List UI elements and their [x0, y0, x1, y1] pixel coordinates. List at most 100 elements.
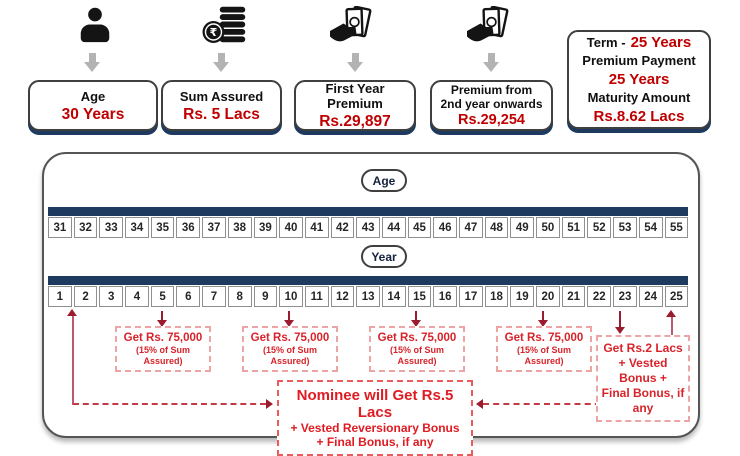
maturity-note: Get Rs.2 Lacs + Vested Bonus + Final Bon…: [596, 335, 690, 422]
maturity-to-nominee-dashed-line: [483, 403, 672, 405]
year-cell: 4: [125, 286, 149, 307]
term-value: 25 Years: [630, 33, 692, 51]
age-pill-label: Age: [372, 173, 396, 188]
year-cell: 21: [561, 286, 586, 307]
nominee-left-arrowhead-icon: [476, 399, 483, 409]
down-arrow-icon: [213, 53, 229, 72]
card-label: Age: [80, 88, 106, 104]
year-cell: 25: [664, 286, 689, 307]
payout-down-arrow-icon: [284, 311, 294, 327]
payout-detail: (15% of Sum Assured): [389, 345, 444, 366]
premium-payment-label: Premium Payment: [582, 52, 696, 68]
year-pill: Year: [361, 245, 407, 268]
payout-detail: (15% of Sum Assured): [516, 345, 571, 366]
year-cell: 8: [227, 286, 252, 307]
age-cell: 36: [176, 217, 201, 238]
age-cell: 39: [253, 217, 278, 238]
age-cell: 55: [664, 217, 689, 238]
age-cell: 40: [279, 217, 303, 238]
down-arrow-icon: [84, 53, 100, 72]
age-cell: 47: [459, 217, 483, 238]
year-cell: 11: [304, 286, 329, 307]
year-cell: 14: [381, 286, 406, 307]
age-cell: 50: [536, 217, 560, 238]
payout-note: Get Rs. 75,000 (15% of Sum Assured): [369, 326, 465, 372]
premium-payment-value: 25 Years: [608, 70, 670, 88]
year-cell: 15: [407, 286, 432, 307]
age-cell: 35: [150, 217, 175, 238]
card-value: 30 Years: [61, 105, 125, 123]
year-cell: 16: [433, 286, 457, 307]
age-cell: 42: [330, 217, 355, 238]
maturity-note-line: Final Bonus, if any: [601, 386, 685, 415]
payout-note: Get Rs. 75,000 (15% of Sum Assured): [496, 326, 592, 372]
card-label: Premium from: [450, 82, 533, 97]
year-cell: 5: [150, 286, 175, 307]
year-timeline-bar: [48, 276, 688, 285]
age-timeline-bar: [48, 207, 688, 216]
age-cell: 48: [484, 217, 509, 238]
year-row: 1 2 3 4 5 6 7 8 9 10 11 12 13 14 15 16 1…: [48, 286, 689, 307]
nominee-connector-dashed-line: [73, 403, 266, 405]
term-label: Term -: [586, 34, 626, 50]
nominee-up-arrow-icon: [67, 309, 77, 316]
nominee-note: Nominee will Get Rs.5 Lacs + Vested Reve…: [277, 380, 473, 456]
year-cell: 19: [510, 286, 535, 307]
payout-amount: Get Rs. 75,000: [123, 332, 203, 344]
down-arrow-icon: [347, 53, 363, 72]
payout-note: Get Rs. 75,000 (15% of Sum Assured): [115, 326, 211, 372]
year-cell: 2: [73, 286, 98, 307]
age-cell: 37: [202, 217, 226, 238]
age-cell: 41: [304, 217, 329, 238]
nominee-connector-line: [71, 316, 74, 405]
person-icon: [80, 7, 110, 43]
payout-note: Get Rs. 75,000 (15% of Sum Assured): [242, 326, 338, 372]
age-cell: 51: [561, 217, 586, 238]
down-arrow-icon: [483, 53, 499, 72]
year-cell: 1: [48, 286, 72, 307]
maturity-connector-line: [670, 317, 673, 335]
maturity-up-arrow-icon: [666, 310, 676, 317]
card-term-details: Term -25 Years Premium Payment 25 Years …: [567, 30, 711, 129]
maturity-amount-value: Rs.8.62 Lacs: [593, 107, 685, 125]
maturity-note-line: + Vested Bonus +: [618, 356, 668, 385]
card-first-year-premium: First Year Premium Rs.29,897: [294, 80, 416, 131]
payout-down-arrow-icon: [411, 311, 421, 327]
age-cell: 44: [381, 217, 406, 238]
card-value: Rs.29,254: [458, 111, 525, 128]
year-cell: 13: [356, 286, 380, 307]
year-cell: 22: [587, 286, 612, 307]
card-sum-assured: Sum Assured Rs. 5 Lacs: [161, 80, 282, 131]
year-cell: 18: [484, 286, 509, 307]
year-cell: 7: [202, 286, 226, 307]
age-cell: 54: [638, 217, 663, 238]
year-cell: 6: [176, 286, 201, 307]
year-cell: 20: [536, 286, 560, 307]
card-renewal-premium: Premium from 2nd year onwards Rs.29,254: [430, 80, 553, 131]
payout-amount: Get Rs. 75,000: [377, 332, 457, 344]
maturity-note-line: Get Rs.2 Lacs: [603, 341, 683, 355]
payout-amount: Get Rs. 75,000: [250, 332, 330, 344]
rupee-coins-icon: ₹: [202, 5, 247, 44]
age-cell: 53: [613, 217, 637, 238]
age-cell: 34: [125, 217, 149, 238]
age-pill: Age: [361, 169, 407, 192]
nominee-note-line: Nominee will Get Rs.5 Lacs: [296, 387, 454, 421]
cash-in-hand-icon: [467, 6, 509, 42]
age-cell: 32: [73, 217, 98, 238]
payout-detail: (15% of Sum Assured): [262, 345, 317, 366]
payout-amount: Get Rs. 75,000: [504, 332, 584, 344]
year-cell: 24: [638, 286, 663, 307]
year-cell: 9: [253, 286, 278, 307]
year-cell: 17: [459, 286, 483, 307]
nominee-note-line: + Vested Reversionary Bonus: [290, 421, 460, 435]
cash-in-hand-icon: [330, 6, 372, 42]
year-cell: 10: [279, 286, 303, 307]
year-cell: 3: [99, 286, 124, 307]
nominee-note-line: + Final Bonus, if any: [316, 435, 434, 449]
age-cell: 38: [227, 217, 252, 238]
svg-text:₹: ₹: [210, 26, 218, 39]
card-value: Rs.29,897: [319, 113, 391, 130]
age-cell: 33: [99, 217, 124, 238]
year-pill-label: Year: [371, 249, 397, 264]
